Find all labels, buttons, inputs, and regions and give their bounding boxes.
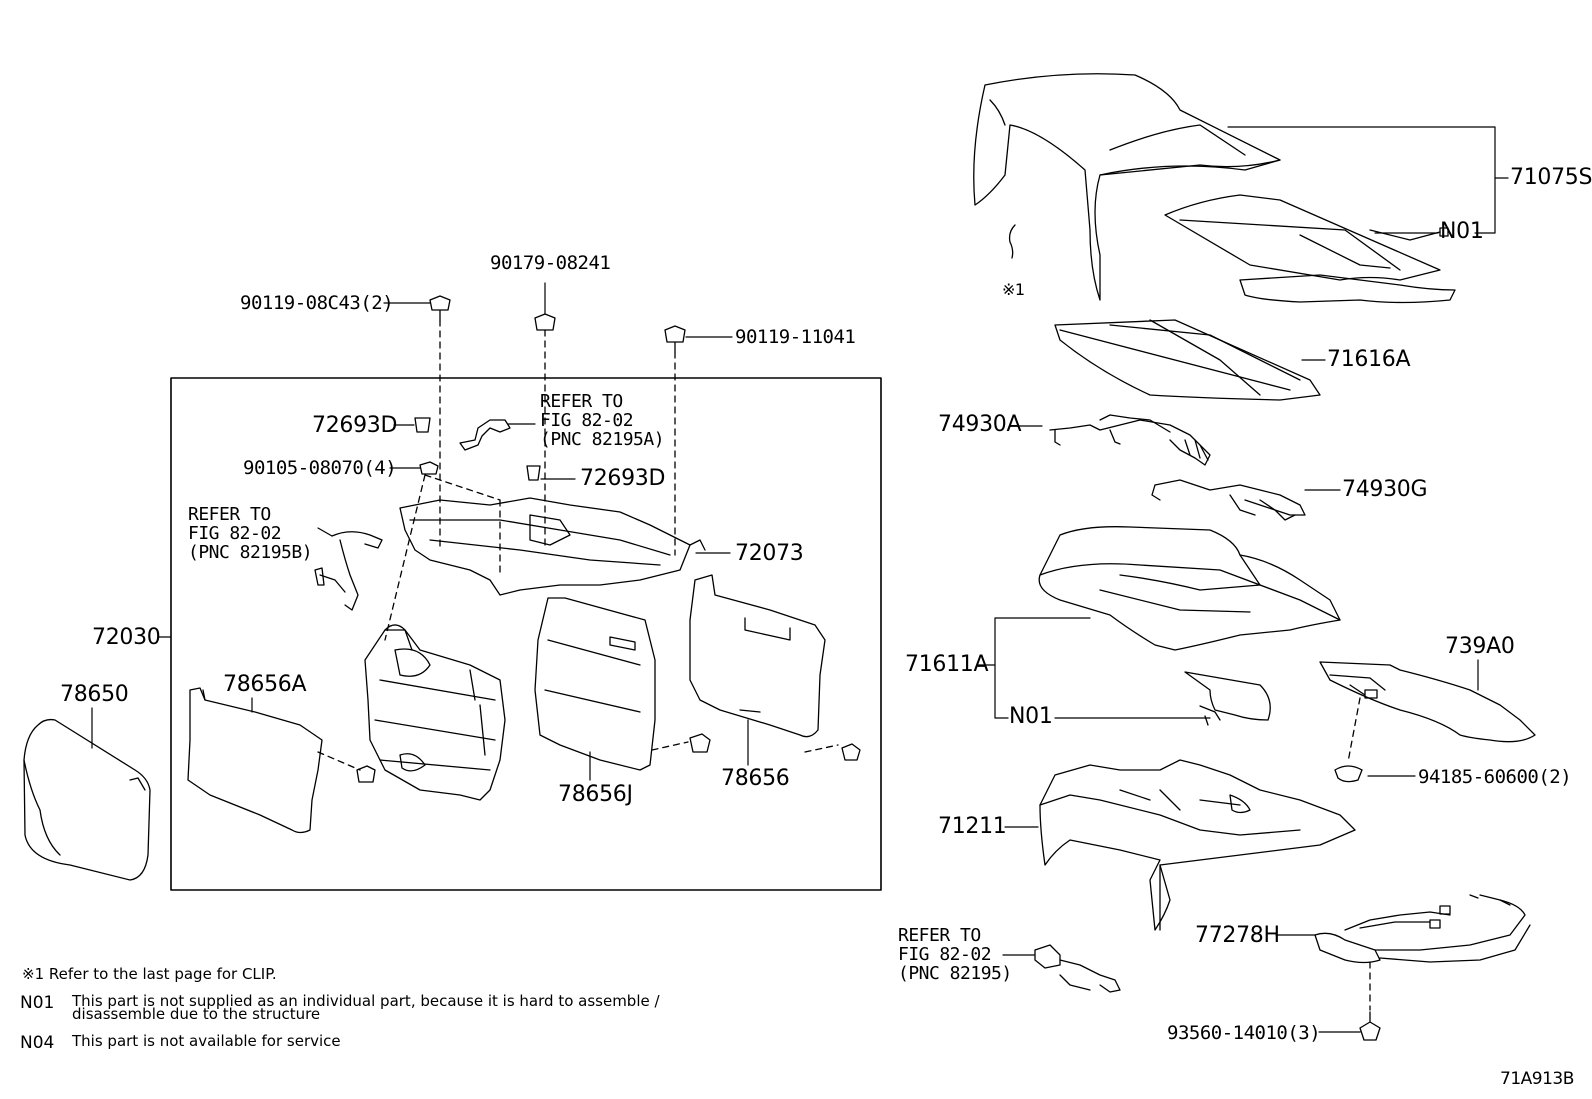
n01-pad-drawing — [1165, 195, 1455, 303]
n01-sensor-drawing — [1185, 672, 1270, 725]
label-78656j[interactable]: 78656J — [558, 782, 633, 807]
label-72693d-a[interactable]: 72693D — [312, 413, 398, 438]
label-clip-mark: ※1 — [1002, 280, 1025, 299]
label-74930g[interactable]: 74930G — [1342, 477, 1428, 502]
label-94185-60600[interactable]: 94185-60600(2) — [1418, 766, 1572, 788]
screw-78656j-drawing — [690, 734, 710, 752]
label-71075s[interactable]: 71075S — [1510, 165, 1592, 190]
frame-71211-drawing — [1040, 760, 1355, 930]
pad-78650-drawing — [24, 720, 150, 880]
mechanism-drawing — [365, 625, 505, 800]
connector-82195a-drawing — [460, 420, 510, 450]
clip-drawing — [1010, 225, 1015, 258]
rail-72073-drawing — [400, 498, 705, 595]
note-clip-text: ※1 Refer to the last page for CLIP. — [22, 965, 277, 983]
nut-90179-drawing — [535, 314, 555, 330]
label-78656[interactable]: 78656 — [721, 766, 790, 791]
note-n04-code: N04 — [20, 1033, 55, 1053]
cover-78656j-drawing — [535, 598, 655, 770]
refer-82195a[interactable]: REFER TO FIG 82-02 (PNC 82195A) — [540, 391, 665, 450]
pad-71616a-drawing — [1055, 320, 1320, 400]
bolt-90105-drawing — [420, 462, 438, 474]
label-93560-14010[interactable]: 93560-14010(3) — [1167, 1022, 1321, 1044]
bolt-90119-11041-drawing — [665, 326, 685, 352]
refer-82195[interactable]: REFER TO FIG 82-02 (PNC 82195) — [898, 925, 1012, 984]
label-72693d-b[interactable]: 72693D — [580, 466, 666, 491]
label-n01-mid[interactable]: N01 — [1009, 704, 1053, 729]
harness-77278h-drawing — [1315, 895, 1530, 963]
label-90179-08241[interactable]: 90179-08241 — [490, 252, 611, 274]
label-90119-11041[interactable]: 90119-11041 — [735, 326, 856, 348]
label-90119-08c43[interactable]: 90119-08C43(2) — [240, 292, 394, 314]
label-71211[interactable]: 71211 — [938, 814, 1007, 839]
clip-94185-drawing — [1335, 766, 1362, 782]
leader-lines — [92, 127, 1508, 1032]
refer-82195b[interactable]: REFER TO FIG 82-02 (PNC 82195B) — [188, 504, 313, 563]
seat-cover-drawing — [974, 74, 1280, 300]
note-clip: ※1 Refer to the last page for CLIP. — [22, 965, 277, 983]
note-n01-code: N01 — [20, 993, 55, 1013]
note-n01-text: This part is not supplied as an individu… — [72, 992, 660, 1023]
screw-93560-drawing — [1360, 1012, 1380, 1040]
label-78656a[interactable]: 78656A — [223, 672, 307, 697]
guide-lines — [318, 320, 1370, 1010]
harness-82195b-drawing — [315, 532, 382, 610]
label-90105-08070[interactable]: 90105-08070(4) — [243, 457, 397, 479]
assembly-frame — [171, 378, 881, 890]
clip-72693d-b-drawing — [527, 466, 540, 480]
bolt-90119-08c43-drawing — [430, 296, 450, 320]
label-n01-top[interactable]: N01 — [1440, 219, 1484, 244]
figure-id: 71A913B — [1500, 1069, 1574, 1089]
label-72073[interactable]: 72073 — [735, 541, 804, 566]
cover-78656a-drawing — [188, 688, 322, 833]
harness-74930a-drawing — [1050, 415, 1210, 465]
note-n04-text: This part is not available for service — [72, 1032, 341, 1050]
label-74930a[interactable]: 74930A — [938, 412, 1022, 437]
cover-78656-drawing — [690, 575, 825, 737]
cushion-71611a-drawing — [1039, 527, 1340, 650]
clip-72693d-a-drawing — [415, 418, 430, 432]
screw-78656a-drawing — [357, 766, 375, 782]
harness-74930g-drawing — [1152, 480, 1305, 520]
note-n04: N04 This part is not available for servic… — [20, 1032, 341, 1053]
label-72030[interactable]: 72030 — [92, 625, 161, 650]
label-71616a[interactable]: 71616A — [1327, 347, 1411, 372]
screw-78656-drawing — [842, 744, 860, 760]
heater-739a0-drawing — [1320, 662, 1535, 742]
label-77278h[interactable]: 77278H — [1195, 923, 1280, 948]
label-71611a[interactable]: 71611A — [905, 652, 989, 677]
label-78650[interactable]: 78650 — [60, 682, 129, 707]
note-n01: N01 This part is not supplied as an indiv… — [20, 992, 660, 1023]
connector-82195-drawing — [1035, 945, 1120, 992]
label-739a0[interactable]: 739A0 — [1445, 634, 1515, 659]
